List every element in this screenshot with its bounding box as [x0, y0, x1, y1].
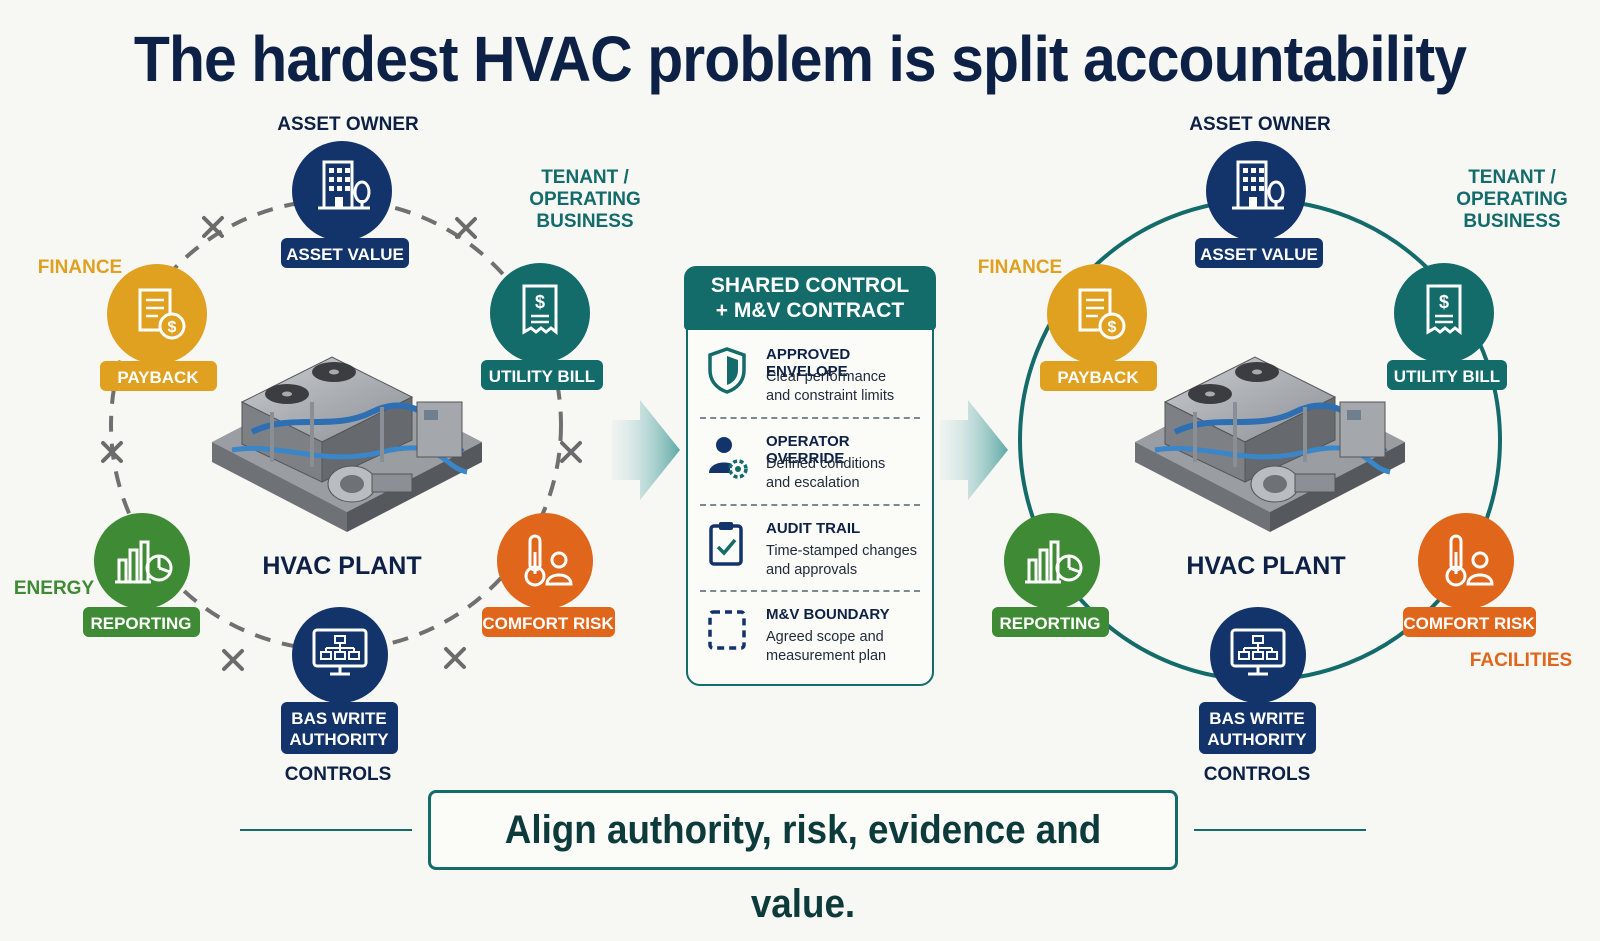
right-payback-label: PAYBACK — [1057, 368, 1139, 387]
left-asset-value-label: ASSET VALUE — [286, 245, 404, 264]
right-comfort-risk-label: COMFORT RISK — [1403, 614, 1535, 633]
contract-item-desc-line: and constraint limits — [766, 388, 895, 404]
left-finance-node — [107, 264, 207, 364]
right-tenant-label-3: BUSINESS — [1463, 211, 1560, 232]
contract-card-header: SHARED CONTROL + M&V CONTRACT — [684, 266, 936, 330]
right-controls-node — [1210, 607, 1306, 703]
left-energy-label: ENERGY — [14, 578, 95, 599]
left-tenant-label-3: BUSINESS — [536, 211, 633, 232]
arrow-out-of-contract-icon — [940, 400, 1008, 500]
left-bas-label-1: BAS WRITE — [291, 709, 386, 728]
contract-item-description: Agreed scope and measurement plan — [766, 628, 931, 666]
right-comfort-node — [1418, 513, 1514, 609]
clipboard-check-icon — [709, 522, 743, 566]
right-tenant-node — [1394, 263, 1494, 363]
shield-icon — [708, 347, 746, 394]
left-bas-label-2: AUTHORITY — [289, 730, 389, 749]
contract-item-title: AUDIT TRAIL — [766, 520, 861, 537]
left-utility-bill-pill — [481, 360, 603, 390]
left-break-x-icon — [455, 217, 477, 239]
left-break-x-icon — [444, 647, 466, 669]
right-finance-node — [1047, 264, 1147, 364]
contract-item-desc-line: Agreed scope and — [766, 629, 884, 645]
contract-item-title: M&V BOUNDARY — [766, 606, 890, 623]
right-asset-value-pill — [1195, 238, 1323, 268]
contract-item-operator-override: OPERATOR OVERRIDE Defined conditions and… — [704, 427, 926, 513]
left-break-x-icon — [222, 649, 244, 671]
contract-item-title: OPERATOR OVERRIDE — [766, 433, 850, 467]
page-title: The hardest HVAC problem is split accoun… — [133, 23, 1467, 95]
right-asset-value-label: ASSET VALUE — [1200, 245, 1318, 264]
left-break-x-icon — [202, 216, 224, 238]
contract-title-line-1: SHARED CONTROL — [710, 274, 910, 297]
right-diagram: HVAC PLANT ASSET OWNER ASSET VALUE TENAN… — [978, 114, 1572, 785]
left-tenant-label-1: TENANT / — [541, 167, 629, 188]
left-tenant-node — [490, 263, 590, 363]
contract-item-desc-line: Time-stamped changes — [766, 543, 917, 559]
left-utility-bill-label: UTILITY BILL — [489, 367, 595, 386]
contract-item-desc-line: measurement plan — [766, 648, 887, 664]
right-facilities-label: FACILITIES — [1470, 650, 1572, 671]
right-utility-bill-label: UTILITY BILL — [1394, 367, 1500, 386]
contract-divider — [700, 417, 920, 419]
left-tenant-label-2: OPERATING — [529, 189, 641, 210]
right-bas-label-2: AUTHORITY — [1207, 730, 1307, 749]
footer-left-rule — [240, 829, 412, 831]
left-reporting-label: REPORTING — [90, 614, 191, 633]
left-payback-label: PAYBACK — [117, 368, 199, 387]
left-broken-ring — [109, 198, 563, 652]
dashed-boundary-icon — [708, 610, 746, 650]
right-bas-pill — [1199, 702, 1316, 754]
contract-item-approved-envelope: APPROVED ENVELOPE Clear performance and … — [704, 340, 926, 426]
left-diagram: HVAC PLANT ASSET OWNER ASSET VALUE TENAN… — [14, 114, 641, 785]
contract-divider — [700, 590, 920, 592]
contract-title-line-2: + M&V CONTRACT — [715, 299, 905, 322]
right-tenant-label-2: OPERATING — [1456, 189, 1568, 210]
right-tenant-label-1: TENANT / — [1468, 167, 1556, 188]
contract-item-desc-line: and approvals — [766, 562, 858, 578]
left-controls-label: CONTROLS — [285, 764, 392, 785]
left-asset-owner-label: ASSET OWNER — [277, 114, 419, 135]
contract-divider — [700, 504, 920, 506]
footer-right-rule — [1194, 829, 1366, 831]
operator-gear-icon — [709, 437, 748, 479]
contract-item-desc-line: and escalation — [766, 475, 860, 491]
contract-item-description: Clear performance and constraint limits — [766, 368, 931, 406]
contract-item-mv-boundary: M&V BOUNDARY Agreed scope and measuremen… — [704, 600, 926, 686]
left-comfort-node — [497, 513, 593, 609]
shared-control-contract-card: SHARED CONTROL + M&V CONTRACT APPROVED E… — [684, 266, 936, 686]
right-comfort-risk-pill — [1403, 607, 1536, 637]
right-controls-label: CONTROLS — [1204, 764, 1311, 785]
right-hvac-plant-illustration — [1135, 357, 1405, 532]
left-finance-label: FINANCE — [38, 257, 122, 278]
left-break-x-icon — [560, 441, 582, 463]
right-reporting-pill — [992, 607, 1109, 637]
right-reporting-label: REPORTING — [999, 614, 1100, 633]
left-hvac-plant-label: HVAC PLANT — [262, 552, 421, 580]
contract-item-audit-trail: AUDIT TRAIL Time-stamped changes and app… — [704, 514, 926, 600]
left-asset-value-pill — [281, 238, 409, 268]
right-hvac-plant-label: HVAC PLANT — [1186, 552, 1345, 580]
arrow-into-contract-icon — [612, 400, 680, 500]
left-comfort-risk-pill — [482, 607, 615, 637]
left-comfort-risk-label: COMFORT RISK — [482, 614, 614, 633]
left-controls-node — [292, 607, 388, 703]
footer-message: Align authority, risk, evidence and valu… — [504, 808, 1102, 926]
contract-item-title: APPROVED ENVELOPE — [766, 346, 851, 380]
left-bas-pill — [281, 702, 398, 754]
right-payback-pill — [1040, 361, 1157, 391]
right-utility-bill-pill — [1387, 360, 1507, 390]
left-reporting-pill — [83, 607, 200, 637]
contract-item-description: Defined conditions and escalation — [766, 455, 931, 493]
accountability-diagram: $ $ — [14, 114, 1572, 785]
contract-item-description: Time-stamped changes and approvals — [766, 542, 931, 580]
right-finance-label: FINANCE — [978, 257, 1062, 278]
left-payback-pill — [100, 361, 217, 391]
footer-message-box: Align authority, risk, evidence and valu… — [428, 790, 1178, 926]
right-bas-label-1: BAS WRITE — [1209, 709, 1304, 728]
contract-item-desc-line: Clear performance — [766, 369, 887, 385]
left-hvac-plant-illustration — [212, 357, 482, 532]
contract-item-desc-line: Defined conditions — [766, 456, 886, 472]
right-asset-owner-label: ASSET OWNER — [1189, 114, 1331, 135]
